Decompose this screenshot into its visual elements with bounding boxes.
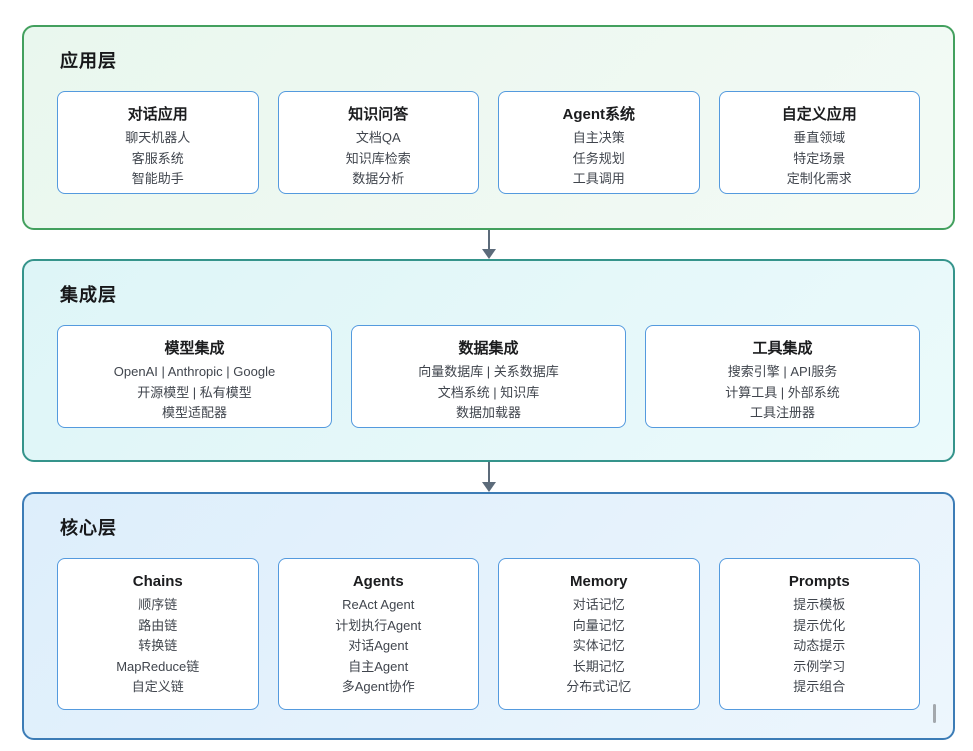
card-prompts: Prompts 提示模板 提示优化 动态提示 示例学习 提示组合 <box>718 558 920 710</box>
card-item: 文档系统 | 知识库 <box>437 384 540 400</box>
card-title: 工具集成 <box>752 340 813 357</box>
card-item: 对话记忆 <box>572 597 625 612</box>
card-item: 搜索引擎 | API服务 <box>727 364 838 379</box>
layer-integration: 集成层 模型集成 OpenAI | Anthropic | Google 开源模… <box>22 259 955 462</box>
card-item: 特定场景 <box>793 150 846 166</box>
card-item: 开源模型 | 私有模型 <box>137 384 252 400</box>
card-item: 提示模板 <box>793 597 846 612</box>
down-arrow-icon <box>482 462 496 492</box>
card-item: 示例学习 <box>793 658 846 674</box>
card-item: 路由链 <box>138 617 178 633</box>
card-item: MapReduce链 <box>116 658 200 674</box>
card-item: 工具注册器 <box>749 405 815 420</box>
layer-application-title: 应用层 <box>60 51 117 71</box>
card-title: Prompts <box>788 573 850 590</box>
card-item: 对话Agent <box>348 638 409 653</box>
card-tool-integration: 工具集成 搜索引擎 | API服务 计算工具 | 外部系统 工具注册器 <box>645 325 920 428</box>
card-item: 长期记忆 <box>572 658 625 674</box>
card-item: 垂直领域 <box>793 130 846 145</box>
card-item: 模型适配器 <box>161 405 227 420</box>
card-item: 知识库检索 <box>345 150 411 166</box>
card-chains: Chains 顺序链 路由链 转换链 MapReduce链 自定义链 <box>57 558 259 710</box>
card-knowledge-qa: 知识问答 文档QA 知识库检索 数据分析 <box>277 91 479 194</box>
card-item: 工具调用 <box>572 171 625 186</box>
card-memory: Memory 对话记忆 向量记忆 实体记忆 长期记忆 分布式记忆 <box>498 558 700 710</box>
layer-integration-title: 集成层 <box>60 285 117 305</box>
card-item: 文档QA <box>355 130 401 145</box>
arrow-head <box>482 249 496 259</box>
card-item: 顺序链 <box>138 597 178 612</box>
card-item: 转换链 <box>138 638 178 653</box>
card-agents: Agents ReAct Agent 计划执行Agent 对话Agent 自主A… <box>277 558 479 710</box>
card-item: 计划执行Agent <box>335 617 422 633</box>
card-title: Agents <box>352 573 404 590</box>
card-item: 向量数据库 | 关系数据库 <box>418 364 559 379</box>
card-item: 分布式记忆 <box>566 679 632 694</box>
card-item: ReAct Agent <box>342 597 415 612</box>
card-title: Agent系统 <box>562 106 636 123</box>
card-item: 多Agent协作 <box>341 679 415 694</box>
card-item: 自主Agent <box>348 658 409 674</box>
layer-application-cards: 对话应用 聊天机器人 客服系统 智能助手 知识问答 文档QA 知识库检索 数据分… <box>24 91 953 194</box>
layer-core-cards: Chains 顺序链 路由链 转换链 MapReduce链 自定义链 Agent… <box>24 558 953 710</box>
card-item: 数据分析 <box>352 171 405 186</box>
scrollbar-thumb[interactable] <box>933 704 936 723</box>
card-title: Memory <box>569 573 628 590</box>
card-custom-apps: 自定义应用 垂直领域 特定场景 定制化需求 <box>718 91 920 194</box>
card-item: 客服系统 <box>131 150 184 166</box>
card-data-integration: 数据集成 向量数据库 | 关系数据库 文档系统 | 知识库 数据加载器 <box>351 325 626 428</box>
down-arrow-icon <box>482 230 496 259</box>
card-item: 动态提示 <box>793 638 846 653</box>
card-item: 向量记忆 <box>572 617 625 633</box>
card-item: 定制化需求 <box>786 171 852 186</box>
card-item: 任务规划 <box>572 150 625 166</box>
layer-core-title: 核心层 <box>60 518 117 538</box>
layer-application: 应用层 对话应用 聊天机器人 客服系统 智能助手 知识问答 文档QA 知识库检索… <box>22 25 955 230</box>
card-title: 数据集成 <box>458 340 519 357</box>
card-item: 数据加载器 <box>455 405 521 420</box>
card-item: 实体记忆 <box>572 638 625 653</box>
card-item: 提示组合 <box>793 679 846 694</box>
card-title: 模型集成 <box>164 340 225 357</box>
card-item: 提示优化 <box>793 617 846 633</box>
card-title: 知识问答 <box>348 106 409 123</box>
card-agent-system: Agent系统 自主决策 任务规划 工具调用 <box>498 91 700 194</box>
card-item: 自主决策 <box>572 130 625 145</box>
card-item: 智能助手 <box>131 171 184 186</box>
card-item: 自定义链 <box>131 679 184 694</box>
arrow-head <box>482 482 496 492</box>
arrow-stem <box>488 230 490 249</box>
card-title: 自定义应用 <box>781 106 857 123</box>
card-title: 对话应用 <box>127 106 188 123</box>
card-item: 聊天机器人 <box>125 130 191 145</box>
layer-integration-cards: 模型集成 OpenAI | Anthropic | Google 开源模型 | … <box>24 325 953 428</box>
card-item: 计算工具 | 外部系统 <box>725 384 840 400</box>
card-model-integration: 模型集成 OpenAI | Anthropic | Google 开源模型 | … <box>57 325 332 428</box>
arrow-stem <box>488 462 490 482</box>
card-item: OpenAI | Anthropic | Google <box>113 364 276 379</box>
card-title: Chains <box>132 573 183 590</box>
layer-core: 核心层 Chains 顺序链 路由链 转换链 MapReduce链 自定义链 A… <box>22 492 955 740</box>
card-dialog-apps: 对话应用 聊天机器人 客服系统 智能助手 <box>57 91 259 194</box>
